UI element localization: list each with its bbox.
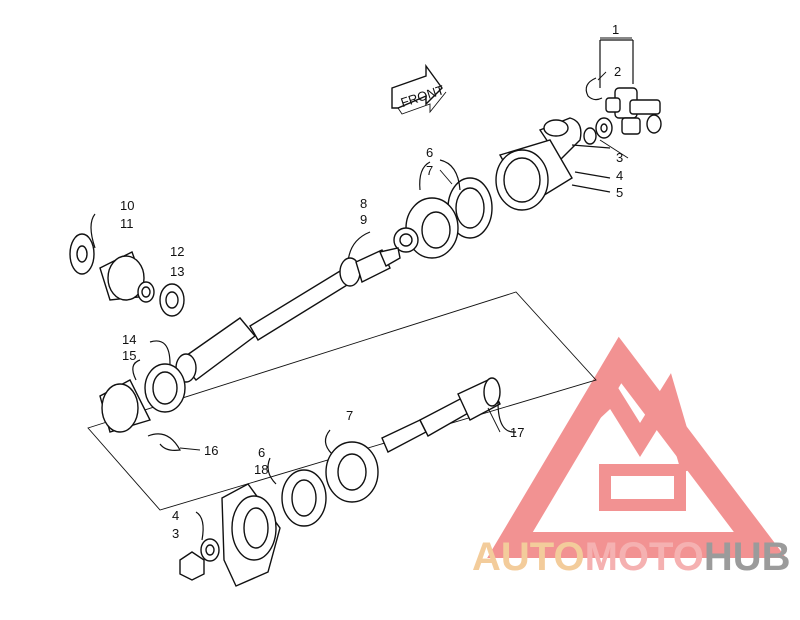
callout-14: 14: [122, 332, 136, 347]
callout-12: 12: [170, 244, 184, 259]
lower-nut-washer: [179, 511, 220, 581]
front-arrow: FRONT: [391, 63, 447, 115]
callout-15: 15: [122, 348, 136, 363]
callout-6: 6: [426, 145, 433, 160]
callout-18: 18: [254, 462, 268, 477]
watermark-auto: AUTO: [472, 535, 585, 579]
flange-housing: [221, 483, 281, 587]
main-shaft: [175, 231, 401, 383]
watermark-m-mark: [578, 373, 699, 473]
callout-7: 7: [426, 163, 433, 178]
ring-gear-group: [99, 340, 186, 451]
callout-3: 3: [616, 150, 623, 165]
subassembly-outline: [87, 291, 597, 511]
callout-11: 11: [120, 216, 134, 231]
drive-yoke: [495, 117, 613, 211]
callout-16: 16: [204, 443, 218, 458]
leader-lines: [179, 37, 632, 451]
callout-13: 13: [170, 264, 184, 279]
svg-text:AUTOMOTOHUB: AUTOMOTOHUB: [472, 535, 791, 579]
callout-5: 5: [616, 185, 623, 200]
watermark-hub: HUB: [704, 535, 791, 579]
callout-17: 17: [510, 425, 524, 440]
watermark-triangle-logo: [487, 336, 787, 558]
watermark-moto: MOTO: [585, 535, 704, 579]
callout-3-lower: 3: [172, 526, 179, 541]
callout-9: 9: [360, 212, 367, 227]
lower-bearings: [267, 429, 379, 527]
upper-bearings: [393, 159, 493, 259]
watermark-g-mark: [599, 464, 686, 511]
callout-1: 1: [612, 22, 619, 37]
output-shaft: [381, 377, 517, 453]
callout-4-lower: 4: [172, 508, 179, 523]
callout-4: 4: [616, 168, 623, 183]
callout-7-lower: 7: [346, 408, 353, 423]
automotohub-watermark: AUTOMOTOHUB: [472, 336, 791, 579]
callout-8: 8: [360, 196, 367, 211]
callout-6-lower: 6: [258, 445, 265, 460]
pinion-gear-group: [69, 213, 185, 317]
callout-2: 2: [614, 64, 621, 79]
callout-10: 10: [120, 198, 134, 213]
universal-joint: [585, 39, 662, 135]
